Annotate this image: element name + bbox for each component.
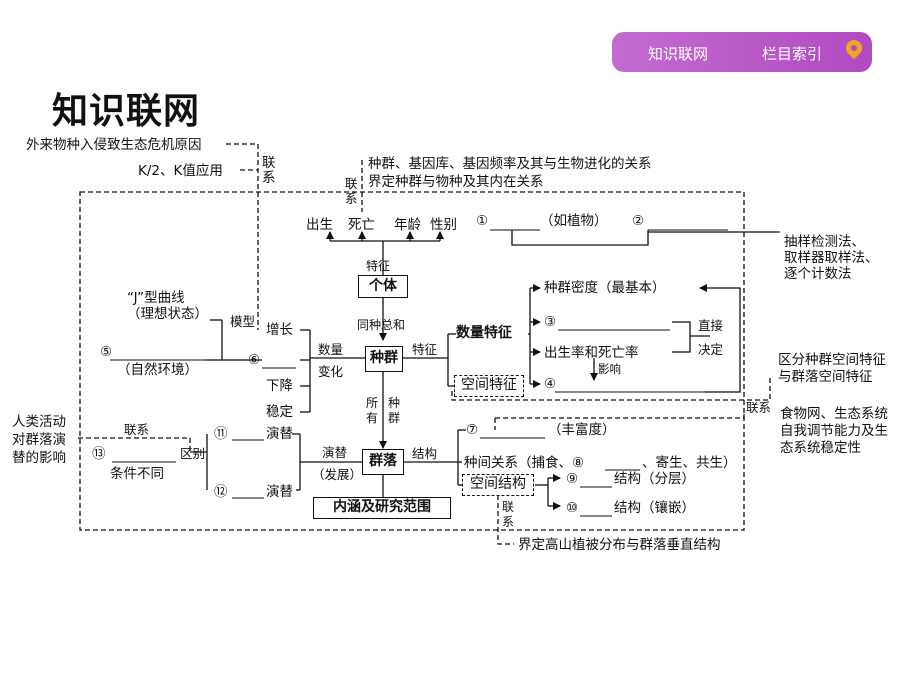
direct-label: 直接: [698, 318, 724, 333]
blank-5: ⑤: [100, 344, 113, 360]
sampling-line-2: 取样器取样法、: [784, 250, 879, 266]
blank-9: ⑨: [566, 471, 579, 487]
food-web-line-1: 食物网、生态系统: [780, 406, 888, 422]
succession-label: 演替: [322, 445, 348, 460]
relation-text-1: 种群、基因库、基因频率及其与生物进化的关系: [368, 156, 652, 172]
alien-species-text: 外来物种入侵致生态危机原因: [26, 137, 202, 153]
human-activity-line-2: 对群落演: [12, 432, 66, 448]
community-box: 群落: [362, 449, 404, 475]
layer-structure-text: 结构（分层）: [614, 471, 695, 487]
ideal-state-text: （理想状态）: [127, 306, 208, 322]
k-value-text: K/2、K值应用: [138, 163, 223, 179]
quantity-label: 数量: [318, 342, 344, 357]
mosaic-structure-text: 结构（镶嵌）: [614, 500, 695, 516]
blank-4: ④: [544, 376, 557, 392]
human-activity-line-3: 替的影响: [12, 450, 66, 466]
link-label-top: 联系: [345, 176, 358, 206]
birth-label: 出生: [306, 217, 333, 233]
blank-11: ⑪: [214, 426, 228, 442]
distinguish-line-2: 与群落空间特征: [778, 369, 873, 385]
interspecific-text: 种间关系（捕食、⑧: [464, 455, 585, 471]
same-species-label: 同种总和: [357, 318, 406, 332]
blank-2: ②: [632, 213, 645, 229]
j-curve-text: “J”型曲线: [127, 290, 185, 306]
decline-label: 下降: [266, 378, 293, 394]
succession-12-label: 演替: [266, 484, 293, 500]
parasite-text: 、寄生、共生）: [642, 455, 737, 471]
food-web-line-3: 态系统稳定性: [780, 440, 861, 456]
food-web-line-2: 自我调节能力及生: [780, 423, 888, 439]
blank-3: ③: [544, 314, 557, 330]
scope-box: 内涵及研究范围: [313, 497, 451, 519]
alpine-text: 界定高山植被分布与群落垂直结构: [518, 537, 721, 553]
link-label-bottom: 联系: [502, 500, 515, 529]
sampling-line-1: 抽样检测法、: [784, 234, 865, 250]
blank-7: ⑦: [466, 422, 479, 438]
sex-label: 性别: [430, 217, 457, 233]
blank-10: ⑩: [566, 500, 579, 516]
stable-label: 稳定: [266, 404, 293, 420]
nav-knowledge-net[interactable]: 知识联网: [648, 45, 709, 63]
link-label-right: 联系: [746, 400, 772, 415]
populations-label: 种群: [388, 396, 401, 425]
age-label: 年龄: [394, 217, 421, 233]
diff-conditions-text: 条件不同: [110, 466, 164, 482]
sampling-line-3: 逐个计数法: [784, 266, 852, 282]
develop-label: （发展）: [312, 467, 363, 482]
change-label: 变化: [318, 364, 344, 379]
richness-text: （丰富度）: [548, 422, 616, 438]
influence-label: 影响: [598, 362, 621, 376]
blank-6: ⑥: [248, 352, 261, 368]
individual-box: 个体: [358, 275, 408, 298]
structure-label: 结构: [412, 446, 438, 461]
nav-column-index[interactable]: 栏目索引: [762, 45, 823, 63]
spatial-features-box: 空间特征: [454, 375, 524, 397]
all-label: 所有: [366, 396, 379, 425]
difference-label: 区别: [180, 446, 206, 461]
features-label: 特征: [412, 342, 438, 357]
top-nav-bar: 知识联网 栏目索引: [612, 32, 872, 72]
succession-11-label: 演替: [266, 426, 293, 442]
relation-text-2: 界定种群与物种及其内在关系: [368, 174, 544, 190]
plant-text: （如植物）: [540, 213, 608, 229]
birth-death-rate-text: 出生率和死亡率: [544, 345, 639, 361]
quantity-features-label: 数量特征: [456, 325, 512, 341]
human-activity-line-1: 人类活动: [12, 414, 66, 430]
blank-1: ①: [476, 213, 489, 229]
link-label-left: 联系: [124, 422, 150, 437]
blank-12: ⑫: [214, 484, 228, 500]
death-label: 死亡: [348, 217, 375, 233]
growth-label: 增长: [266, 322, 293, 338]
natural-env-text: （自然环境）: [117, 362, 198, 378]
feature-label-top: 特征: [366, 259, 391, 273]
density-text: 种群密度（最基本）: [544, 280, 666, 296]
model-label: 模型: [230, 314, 256, 329]
blank-13: ⑬: [92, 446, 106, 462]
spatial-structure-box: 空间结构: [462, 474, 534, 496]
population-box: 种群: [365, 346, 403, 372]
link-label-top-left: 联系: [262, 155, 276, 186]
page-title: 知识联网: [52, 91, 201, 132]
decide-label: 决定: [698, 342, 724, 357]
distinguish-line-1: 区分种群空间特征: [778, 352, 886, 368]
